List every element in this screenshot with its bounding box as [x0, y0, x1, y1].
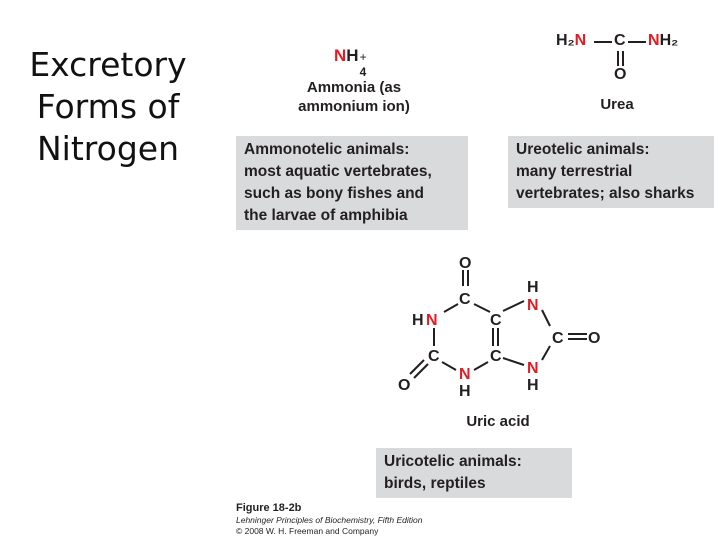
urea-caption: Urea — [600, 96, 634, 113]
uric-n9-nitrogen: N — [527, 360, 539, 377]
ammonia-caption-line-1: Ammonia (as — [306, 79, 402, 96]
title-line-1: Excretory — [29, 45, 187, 84]
slide-title: Excretory Forms of Nitrogen — [18, 44, 198, 170]
urea-right-group: NH₂ — [648, 32, 678, 50]
ureotelic-line-2: many terrestrial — [516, 163, 633, 180]
title-line-2: Forms of — [36, 87, 180, 126]
uric-c8: C — [552, 330, 564, 347]
urea-double-bond-b — [622, 51, 624, 66]
ureotelic-line-3: vertebrates; also sharks — [516, 185, 695, 202]
urea-carbon: C — [614, 32, 626, 49]
urea-right-nitrogen: N — [648, 32, 660, 49]
ammonotelic-box: Ammonotelic animals: most aquatic verteb… — [236, 136, 468, 230]
ureotelic-box: Ureotelic animals: many terrestrial vert… — [508, 136, 714, 208]
uric-n1-hydrogen: H — [412, 312, 424, 329]
figure-book: Lehninger Principles of Biochemistry, Fi… — [236, 515, 423, 525]
uric-left-oxygen: O — [398, 377, 410, 394]
ureotelic-line-1: Ureotelic animals: — [516, 141, 650, 158]
uric-c6: C — [428, 348, 440, 365]
ammonotelic-line-4: the larvae of amphibia — [244, 207, 408, 224]
urea-left-nitrogen: N — [574, 32, 587, 49]
urea-structure: H₂N — [556, 32, 586, 50]
ammonium-charge: + — [359, 50, 367, 64]
urea-bond-right — [628, 41, 646, 43]
ammonium-nitrogen: N — [334, 46, 347, 65]
ammonotelic-line-2: most aquatic vertebrates, — [244, 163, 432, 180]
urea-bond-left — [594, 41, 612, 43]
uric-c2: C — [459, 291, 471, 308]
ammonotelic-line-1: Ammonotelic animals: — [244, 141, 410, 158]
figure-label: Figure 18-2b — [236, 502, 302, 514]
ammonium-hydrogen: H — [346, 46, 359, 65]
ammonium-subscript: 4 — [359, 65, 367, 79]
uric-c5: C — [490, 348, 502, 365]
ammonia-caption: Ammonia (as ammonium ion) — [284, 78, 424, 116]
uric-top-oxygen: O — [459, 255, 471, 272]
uric-n7-nitrogen: N — [527, 297, 539, 314]
figure-credit: Figure 18-2b Lehninger Principles of Bio… — [236, 502, 422, 537]
uric-n7-hydrogen: H — [527, 279, 539, 296]
uric-c4: C — [490, 312, 502, 329]
uric-n9-hydrogen: H — [527, 377, 539, 394]
urea-oxygen: O — [614, 66, 627, 83]
urea-left-h2: H₂ — [556, 32, 575, 49]
uric-acid-structure: O C H N C C C O N H H N C O N H — [398, 255, 600, 398]
uricotelic-box: Uricotelic animals: birds, reptiles — [376, 448, 572, 498]
uric-n3-nitrogen: N — [459, 366, 471, 383]
uric-n3-hydrogen: H — [459, 383, 471, 398]
uricotelic-line-2: birds, reptiles — [384, 475, 486, 492]
uric-right-oxygen: O — [588, 330, 600, 347]
uric-acid-bonds — [409, 270, 587, 379]
uric-n1-nitrogen: N — [426, 312, 438, 329]
ammonium-formula: NH+4 — [334, 46, 369, 79]
uricotelic-line-1: Uricotelic animals: — [384, 453, 522, 470]
figure-copyright: © 2008 W. H. Freeman and Company — [236, 526, 379, 536]
urea-double-bond-a — [617, 51, 619, 66]
urea-right-h2: H₂ — [659, 32, 679, 49]
title-line-3: Nitrogen — [37, 129, 179, 168]
ammonotelic-line-3: such as bony fishes and — [244, 185, 425, 202]
uric-acid-caption: Uric acid — [466, 413, 530, 430]
ammonia-caption-line-2: ammonium ion) — [298, 98, 410, 115]
